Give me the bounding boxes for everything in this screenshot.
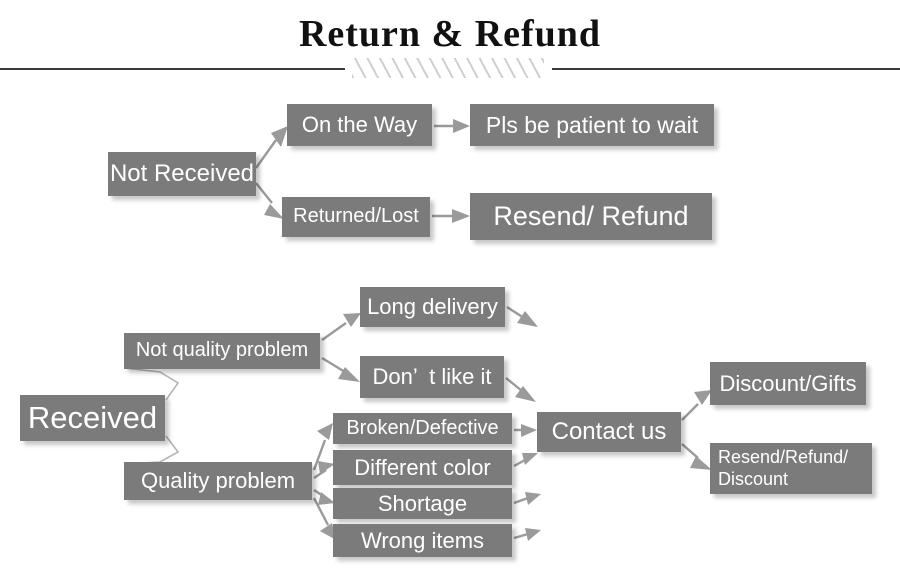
node-on-the-way[interactable]: On the Way — [287, 104, 432, 146]
node-broken-defective[interactable]: Broken/Defective — [333, 413, 512, 444]
node-long-delivery[interactable]: Long delivery — [360, 287, 505, 327]
node-shortage[interactable]: Shortage — [333, 488, 512, 519]
node-pls-be-patient-to-wait[interactable]: Pls be patient to wait — [470, 104, 714, 146]
node-resend-refund-discount[interactable]: Resend/Refund/ Discount — [710, 443, 872, 494]
node-contact-us[interactable]: Contact us — [537, 412, 681, 452]
divider-line-right — [552, 68, 900, 70]
page-title: Return & Refund — [298, 13, 602, 55]
node-dont-like-it[interactable]: Don’ t like it — [360, 356, 504, 398]
node-resend-refund[interactable]: Resend/ Refund — [470, 193, 712, 240]
node-quality-problem[interactable]: Quality problem — [124, 462, 312, 500]
node-not-quality-problem[interactable]: Not quality problem — [124, 333, 320, 369]
divider-line-left — [0, 68, 345, 70]
node-not-received[interactable]: Not Received — [108, 152, 256, 196]
node-discount-gifts[interactable]: Discount/Gifts — [710, 362, 866, 405]
node-received[interactable]: Received — [20, 395, 165, 441]
node-returned-lost[interactable]: Returned/Lost — [282, 197, 430, 237]
node-wrong-items[interactable]: Wrong items — [333, 524, 512, 557]
diagonal-hatch-divider-icon — [352, 58, 544, 78]
node-different-color[interactable]: Different color — [333, 450, 512, 485]
